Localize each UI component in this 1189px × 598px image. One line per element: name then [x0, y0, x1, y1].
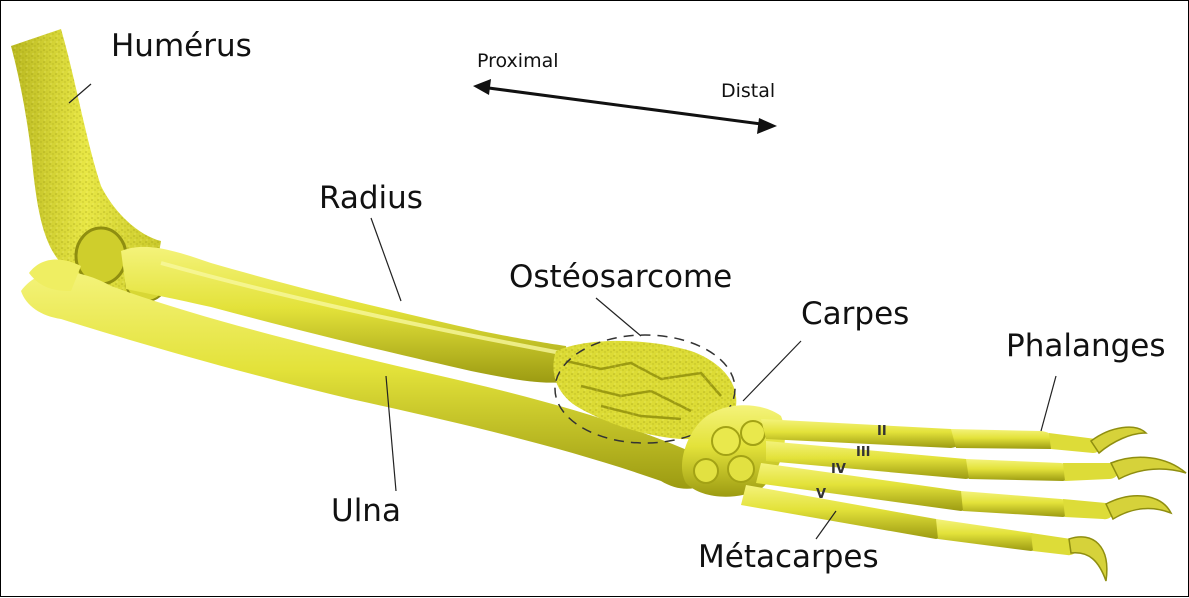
label-radius: Radius — [319, 180, 423, 216]
label-proximal: Proximal — [477, 50, 559, 72]
label-phalanges: Phalanges — [1006, 328, 1166, 364]
label-distal: Distal — [721, 80, 775, 102]
label-humerus: Humérus — [111, 28, 252, 64]
digit-label-iv: IV — [831, 462, 846, 477]
label-osteosarcome: Ostéosarcome — [509, 259, 732, 295]
digit-label-ii: II — [877, 424, 887, 439]
digit-label-v: V — [816, 487, 826, 502]
label-ulna: Ulna — [331, 493, 401, 529]
label-carpes: Carpes — [801, 296, 909, 332]
phalanx-bones — [936, 429, 1118, 555]
digit-label-iii: III — [856, 445, 871, 460]
label-metacarpes: Métacarpes — [698, 539, 879, 575]
